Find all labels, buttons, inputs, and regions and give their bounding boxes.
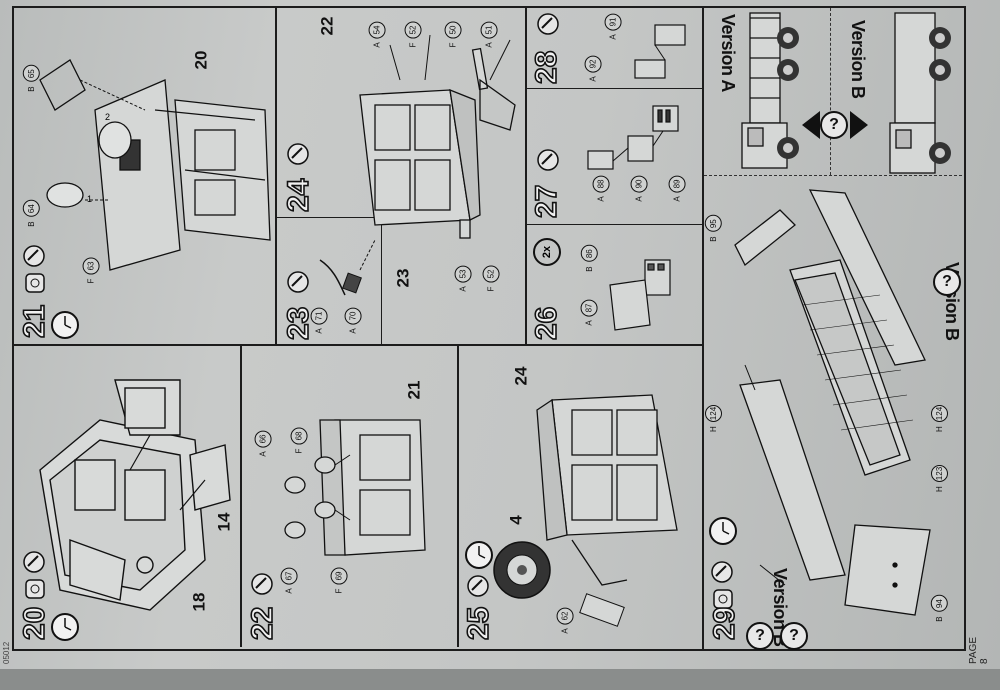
step21-chassis-drawing: 2 1 [39,59,271,271]
callout-20: 20 [191,50,211,70]
step24-cab-front-drawing [359,34,516,239]
quantity-badge-2x: 2x [533,238,561,266]
step27-parts-drawing [587,105,679,170]
part-A67: A 67 [280,567,298,594]
part-F69: F 69 [330,567,348,594]
part-H124-left: H 124 [705,405,722,432]
glue-icons-21 [23,245,45,293]
question-mark-icon: ? [820,111,848,139]
page-frame [12,6,966,651]
step-number-26: 26 [529,306,564,341]
part-B94: B 94 [930,595,948,622]
part-H123: H 123 [931,465,948,492]
glue-icons-27 [537,149,559,171]
step25-cab-wheel-drawing [493,394,678,627]
clock-icon-25 [465,541,493,569]
glue-icons-24 [287,143,309,165]
part-B65: B 65 [22,65,40,92]
part-A62: A 62 [556,607,574,634]
divider-versions [704,175,962,176]
glue-icons-22 [251,573,273,595]
step-number-24: 24 [281,178,316,213]
divider-v-5 [457,345,459,647]
part-A87: A 87 [580,299,598,326]
divider-v-23 [381,217,382,345]
divider-v-4 [240,345,242,647]
part-B86: B 86 [580,245,598,272]
glue-icons-25 [467,575,489,597]
step29-question-mark-left-2: ? [780,622,808,650]
step-number-28: 28 [529,50,564,85]
glue-icons-23 [287,271,309,293]
step21-label-1: 1 [87,194,92,204]
step-number-27: 27 [529,184,564,219]
divider-h-main [12,344,704,346]
part-F50: F 50 [444,21,462,48]
part-A92: A 92 [584,55,602,82]
callout-14: 14 [214,512,234,532]
page-number: PAGE 8 [968,636,990,664]
callout-4: 4 [506,515,526,525]
part-A54: A 54 [368,21,386,48]
step21-label-2: 2 [105,112,110,122]
divider-h-27 [526,224,703,225]
part-A90: A 90 [630,175,648,202]
divider-h-28 [526,88,703,89]
part-F63: F 63 [82,257,100,284]
instruction-sheet: 20 21 22 23 24 25 26 27 28 29 [0,0,1000,669]
part-A89: A 89 [668,175,686,202]
step23-mirror-drawing [319,239,376,296]
edge-code: 05012 [2,641,11,664]
part-F52-top: F 52 [404,21,422,48]
step20-cab-drawing [39,379,231,611]
part-A51: A 51 [480,21,498,48]
part-A71: A 71 [310,307,328,334]
divider-v-2 [525,6,527,345]
step28-parts-drawing [634,24,686,79]
divider-v-1 [275,6,277,345]
part-A70: A 70 [344,307,362,334]
clock-icon-29 [709,517,737,545]
callout-21: 21 [404,380,424,400]
part-A53: A 53 [454,265,472,292]
glue-icons-20 [23,551,45,599]
callout-18: 18 [189,592,209,612]
version-a-label: Version A [718,14,738,92]
callout-23: 23 [393,268,413,288]
step22-cab-lights-drawing [284,419,426,556]
clock-icon-21 [51,311,79,339]
divider-h-23 [276,217,381,218]
version-b-truck-drawing [889,12,951,174]
divider-version-ab [830,8,831,175]
part-A66: A 66 [254,430,272,457]
part-F52-bottom: F 52 [482,265,500,292]
glue-icons-28 [537,13,559,35]
part-A88: A 88 [592,175,610,202]
callout-22: 22 [317,16,337,36]
clock-icon-20 [51,613,79,641]
step29-question-mark-top: ? [933,268,961,296]
callout-24: 24 [511,366,531,386]
version-choice-arrow-icon [802,111,868,139]
step29-question-mark-left-1: ? [746,622,774,650]
version-a-truck-drawing [741,12,799,169]
part-B64: B 64 [22,200,40,227]
part-B95: B 95 [704,215,722,242]
step26-parts-drawing [609,259,671,331]
divider-v-3 [702,6,704,649]
part-A91: A 91 [604,13,622,40]
glue-icons-29 [711,561,733,609]
part-H124-right: H 124 [931,405,948,432]
step29-truck-bed-drawing [734,189,931,616]
part-F68: F 68 [290,427,308,454]
version-b-label: Version B [848,20,868,99]
